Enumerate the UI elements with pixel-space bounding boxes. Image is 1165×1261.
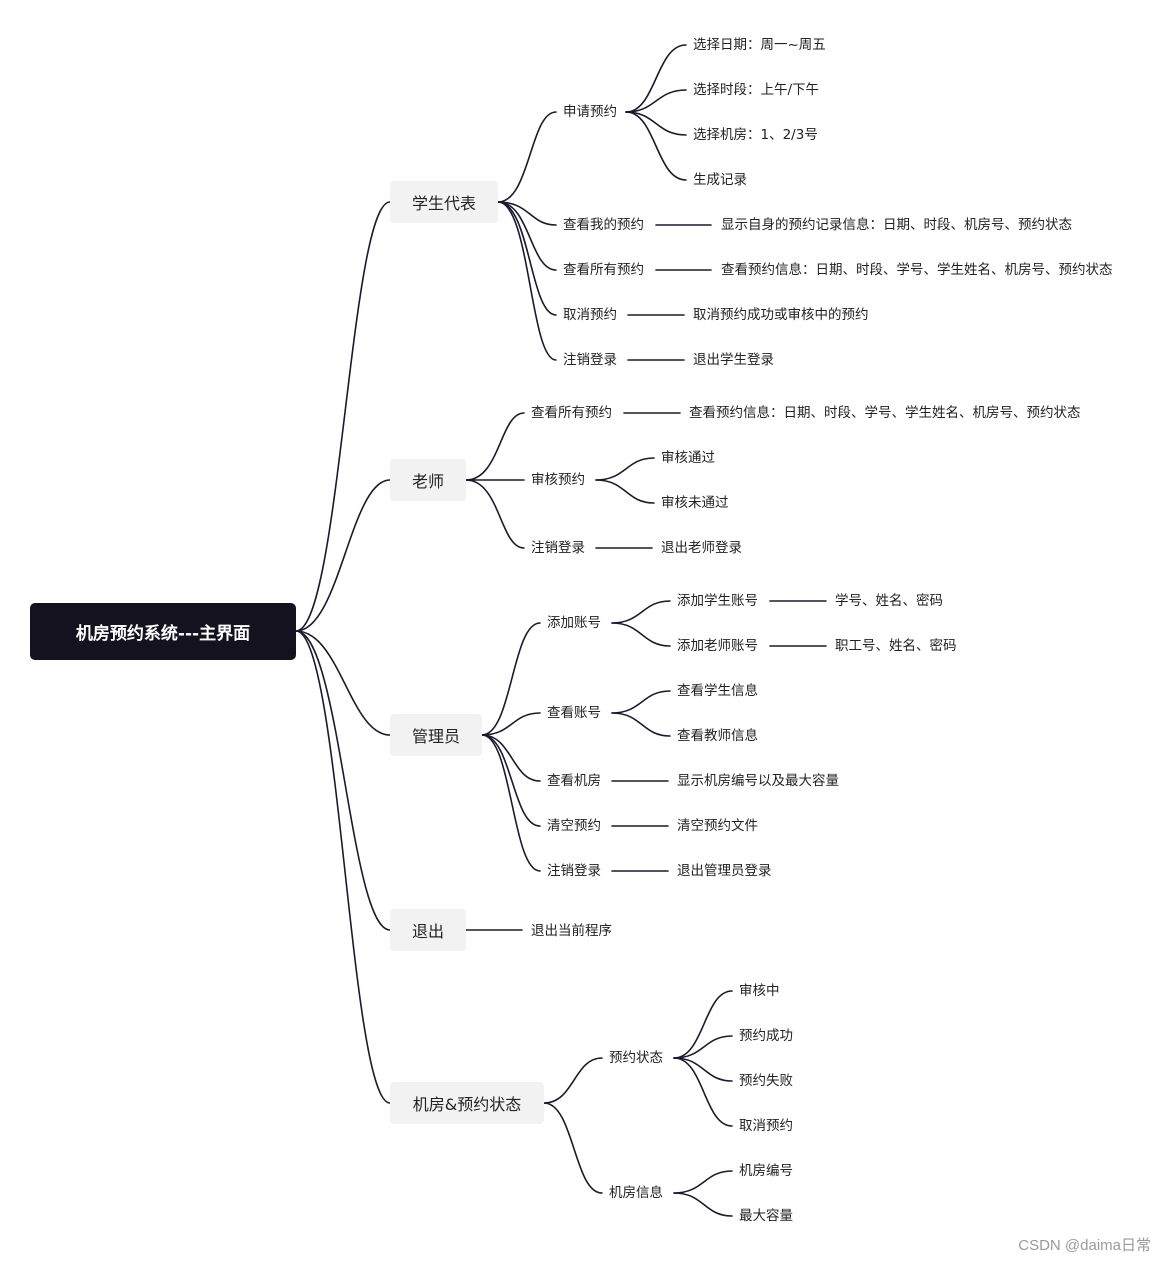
node-cancel-detail[interactable]: 取消预约成功或审核中的预约 [693, 307, 869, 323]
node-teacher-logout-detail[interactable]: 退出老师登录 [661, 540, 742, 556]
root-node[interactable]: 机房预约系统---主界面 [30, 603, 296, 660]
node-student-logout-detail[interactable]: 退出学生登录 [693, 352, 774, 368]
node-view-accounts[interactable]: 查看账号 [547, 705, 601, 721]
node-view-rooms-detail[interactable]: 显示机房编号以及最大容量 [677, 773, 839, 789]
node-teacher-logout[interactable]: 注销登录 [531, 540, 585, 556]
node-view-my-reservations[interactable]: 查看我的预约 [563, 217, 644, 233]
node-admin-logout-detail[interactable]: 退出管理员登录 [677, 863, 772, 879]
node-clear-reservations[interactable]: 清空预约 [547, 818, 601, 834]
node-teacher-view-all[interactable]: 查看所有预约 [531, 405, 612, 421]
node-status-failed[interactable]: 预约失败 [739, 1073, 793, 1089]
node-room-info[interactable]: 机房信息 [609, 1185, 663, 1201]
node-view-student-info[interactable]: 查看学生信息 [677, 683, 758, 699]
node-select-room[interactable]: 选择机房：1、2/3号 [693, 127, 818, 143]
node-student-view-all[interactable]: 查看所有预约 [563, 262, 644, 278]
node-exit-program[interactable]: 退出当前程序 [531, 923, 612, 939]
node-view-teacher-info[interactable]: 查看教师信息 [677, 728, 758, 744]
node-review-fail[interactable]: 审核未通过 [661, 495, 729, 511]
node-teacher-view-all-detail[interactable]: 查看预约信息：日期、时段、学号、学生姓名、机房号、预约状态 [689, 405, 1081, 421]
node-my-reservation-detail[interactable]: 显示自身的预约记录信息：日期、时段、机房号、预约状态 [721, 217, 1072, 233]
node-select-date[interactable]: 选择日期：周一~周五 [693, 37, 826, 53]
node-student-account-fields[interactable]: 学号、姓名、密码 [835, 593, 943, 609]
node-teacher-account-fields[interactable]: 职工号、姓名、密码 [835, 638, 957, 654]
node-review-reservation[interactable]: 审核预约 [531, 472, 585, 488]
node-room-number[interactable]: 机房编号 [739, 1163, 793, 1179]
watermark: CSDN @daima日常 [1018, 1237, 1151, 1254]
node-status-success[interactable]: 预约成功 [739, 1028, 793, 1044]
node-add-student-account[interactable]: 添加学生账号 [677, 593, 758, 609]
node-clear-detail[interactable]: 清空预约文件 [677, 818, 758, 834]
branch-teacher[interactable]: 老师 [390, 459, 466, 501]
node-generate-record[interactable]: 生成记录 [693, 172, 747, 188]
branch-student[interactable]: 学生代表 [390, 181, 498, 223]
node-student-logout[interactable]: 注销登录 [563, 352, 617, 368]
node-apply-reservation[interactable]: 申请预约 [563, 104, 617, 120]
node-cancel-reservation[interactable]: 取消预约 [563, 307, 617, 323]
node-student-view-all-detail[interactable]: 查看预约信息：日期、时段、学号、学生姓名、机房号、预约状态 [721, 262, 1113, 278]
node-add-account[interactable]: 添加账号 [547, 615, 601, 631]
node-select-period[interactable]: 选择时段：上午/下午 [693, 82, 820, 98]
node-room-capacity[interactable]: 最大容量 [739, 1208, 793, 1224]
node-view-rooms[interactable]: 查看机房 [547, 773, 601, 789]
branch-exit[interactable]: 退出 [390, 909, 466, 951]
node-add-teacher-account[interactable]: 添加老师账号 [677, 638, 758, 654]
node-admin-logout[interactable]: 注销登录 [547, 863, 601, 879]
node-status-cancelled[interactable]: 取消预约 [739, 1118, 793, 1134]
branch-admin[interactable]: 管理员 [390, 714, 482, 756]
node-review-pass[interactable]: 审核通过 [661, 450, 715, 466]
node-reservation-status[interactable]: 预约状态 [609, 1050, 663, 1066]
node-status-reviewing[interactable]: 审核中 [739, 983, 780, 999]
branch-status[interactable]: 机房&预约状态 [390, 1082, 544, 1124]
